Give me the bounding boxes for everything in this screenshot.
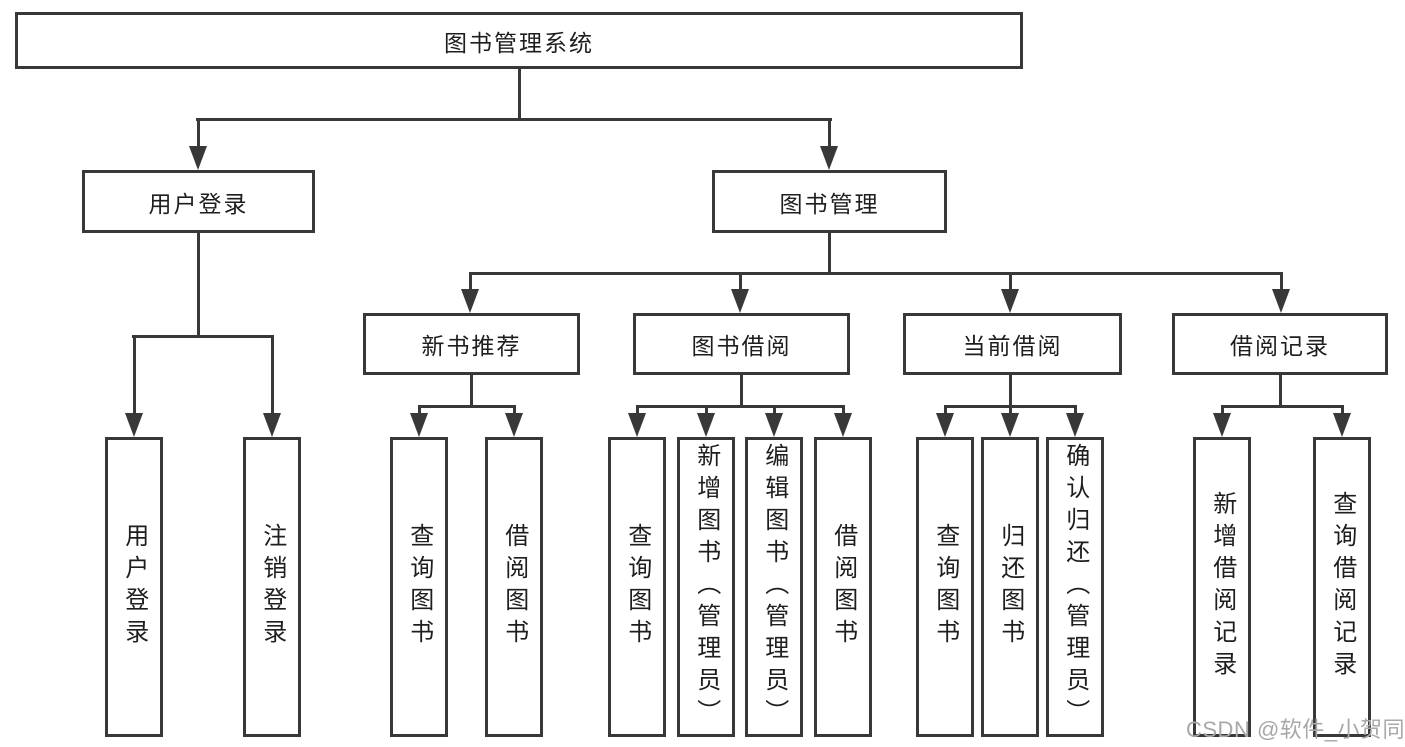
node-new-book-recommend-label: 新书推荐 xyxy=(421,333,522,359)
arrow-down-icon xyxy=(820,146,838,170)
arrow-down-icon xyxy=(936,413,954,437)
node-leaf-newrec-query-book: 查询图书 xyxy=(390,437,448,737)
node-leaf-newrec-borrow-book: 借阅图书 xyxy=(485,437,543,737)
node-borrow-record: 借阅记录 xyxy=(1172,313,1388,375)
watermark: CSDN @软件_小贺同学 xyxy=(1186,717,1405,742)
connector-vline xyxy=(944,405,947,415)
node-library-system: 图书管理系统 xyxy=(15,12,1023,69)
node-leaf-user-login-label: 用户登录 xyxy=(120,523,148,651)
arrow-down-icon xyxy=(1213,413,1231,437)
connector-vline xyxy=(1009,272,1012,291)
connector-vline xyxy=(740,375,743,407)
arrow-down-icon xyxy=(765,413,783,437)
arrow-down-icon xyxy=(1001,289,1019,313)
node-user-login-label: 用户登录 xyxy=(148,190,249,217)
connector-vline xyxy=(1009,405,1012,415)
arrow-down-icon xyxy=(410,413,428,437)
arrow-down-icon xyxy=(1066,413,1084,437)
arrow-down-icon xyxy=(125,413,143,437)
connector-vline xyxy=(705,405,708,415)
connector-vline xyxy=(828,118,831,148)
node-user-login: 用户登录 xyxy=(82,170,315,233)
connector-hline xyxy=(469,272,1283,275)
node-leaf-current-return-book: 归还图书 xyxy=(981,437,1039,737)
connector-hline xyxy=(196,118,832,121)
connector-vline xyxy=(518,69,521,121)
node-book-management: 图书管理 xyxy=(712,170,947,233)
connector-vline xyxy=(418,405,421,415)
node-leaf-current-query-book: 查询图书 xyxy=(916,437,974,737)
connector-vline xyxy=(842,405,845,415)
node-leaf-logout: 注销登录 xyxy=(243,437,301,737)
arrow-down-icon xyxy=(189,146,207,170)
node-leaf-record-query-record-label: 查询借阅记录 xyxy=(1328,491,1356,683)
connector-vline xyxy=(773,405,776,415)
connector-vline xyxy=(271,335,274,415)
connector-hline xyxy=(132,335,274,338)
node-borrow-record-label: 借阅记录 xyxy=(1230,333,1330,359)
node-leaf-newrec-query-book-label: 查询图书 xyxy=(405,523,433,651)
arrow-down-icon xyxy=(628,413,646,437)
connector-vline xyxy=(197,118,200,148)
connector-hline xyxy=(636,405,845,408)
node-leaf-record-add-record: 新增借阅记录 xyxy=(1193,437,1251,737)
connector-vline xyxy=(469,272,472,291)
node-leaf-current-query-book-label: 查询图书 xyxy=(931,523,959,651)
node-new-book-recommend: 新书推荐 xyxy=(363,313,580,375)
connector-vline xyxy=(133,335,136,415)
node-leaf-borrow-borrow-book-label: 借阅图书 xyxy=(829,523,857,651)
arrow-down-icon xyxy=(834,413,852,437)
arrow-down-icon xyxy=(263,413,281,437)
connector-vline xyxy=(197,233,200,337)
node-leaf-current-return-book-label: 归还图书 xyxy=(996,523,1024,651)
node-leaf-current-confirm-return-admin-label: 确认归还（管理员） xyxy=(1061,443,1089,731)
node-leaf-borrow-query-book: 查询图书 xyxy=(608,437,666,737)
connector-vline xyxy=(513,405,516,415)
node-current-borrow: 当前借阅 xyxy=(903,313,1122,375)
connector-vline xyxy=(1221,405,1224,415)
arrow-down-icon xyxy=(1001,413,1019,437)
connector-vline xyxy=(1074,405,1077,415)
connector-vline xyxy=(470,375,473,407)
node-library-system-label: 图书管理系统 xyxy=(444,29,594,56)
node-leaf-borrow-add-book-admin-label: 新增图书（管理员） xyxy=(692,443,720,731)
node-leaf-borrow-edit-book-admin-label: 编辑图书（管理员） xyxy=(760,443,788,731)
node-current-borrow-label: 当前借阅 xyxy=(962,333,1063,359)
arrow-down-icon xyxy=(1272,289,1290,313)
node-leaf-record-add-record-label: 新增借阅记录 xyxy=(1208,491,1236,683)
arrow-down-icon xyxy=(461,289,479,313)
node-book-management-label: 图书管理 xyxy=(779,190,880,217)
node-leaf-borrow-edit-book-admin: 编辑图书（管理员） xyxy=(745,437,803,737)
connector-vline xyxy=(1009,375,1012,407)
arrow-down-icon xyxy=(731,289,749,313)
connector-vline xyxy=(1341,405,1344,415)
node-book-borrow: 图书借阅 xyxy=(633,313,850,375)
arrow-down-icon xyxy=(697,413,715,437)
connector-vline xyxy=(828,233,831,274)
node-leaf-current-confirm-return-admin: 确认归还（管理员） xyxy=(1046,437,1104,737)
connector-vline xyxy=(1280,272,1283,291)
node-leaf-borrow-add-book-admin: 新增图书（管理员） xyxy=(677,437,735,737)
connector-hline xyxy=(1221,405,1344,408)
connector-hline xyxy=(418,405,516,408)
node-leaf-borrow-query-book-label: 查询图书 xyxy=(623,523,651,651)
node-leaf-logout-label: 注销登录 xyxy=(258,523,286,651)
arrow-down-icon xyxy=(505,413,523,437)
node-leaf-user-login: 用户登录 xyxy=(105,437,163,737)
node-leaf-newrec-borrow-book-label: 借阅图书 xyxy=(500,523,528,651)
connector-vline xyxy=(636,405,639,415)
arrow-down-icon xyxy=(1333,413,1351,437)
node-leaf-record-query-record: 查询借阅记录 xyxy=(1313,437,1371,737)
node-book-borrow-label: 图书借阅 xyxy=(691,333,792,359)
connector-vline xyxy=(739,272,742,291)
node-leaf-borrow-borrow-book: 借阅图书 xyxy=(814,437,872,737)
connector-vline xyxy=(1279,375,1282,407)
